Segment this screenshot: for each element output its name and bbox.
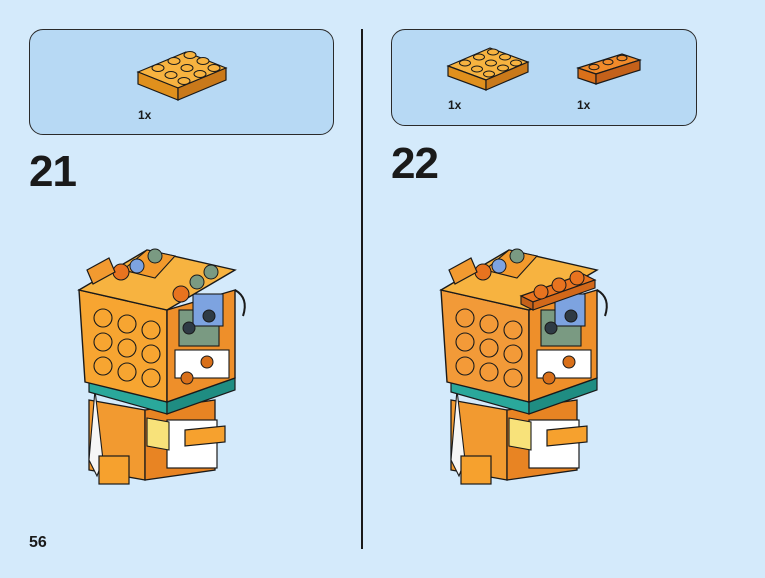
parts-callout-step-21: 1x	[29, 29, 334, 135]
step-divider	[361, 29, 363, 549]
step-number-21: 21	[29, 147, 77, 196]
page-number: 56	[29, 534, 47, 551]
part-quantity: 1x	[448, 98, 462, 112]
step-number-22: 22	[391, 139, 439, 188]
part-quantity: 1x	[577, 98, 591, 112]
parts-callout-step-22: 1x 1x	[391, 29, 697, 126]
model-illustration-step-22	[439, 248, 608, 485]
plate-1x3-icon	[576, 53, 642, 85]
model-illustration-step-21	[77, 248, 246, 485]
plate-2x3-icon	[446, 47, 530, 91]
plate-2x3-icon	[136, 51, 228, 101]
part-quantity: 1x	[138, 108, 152, 122]
